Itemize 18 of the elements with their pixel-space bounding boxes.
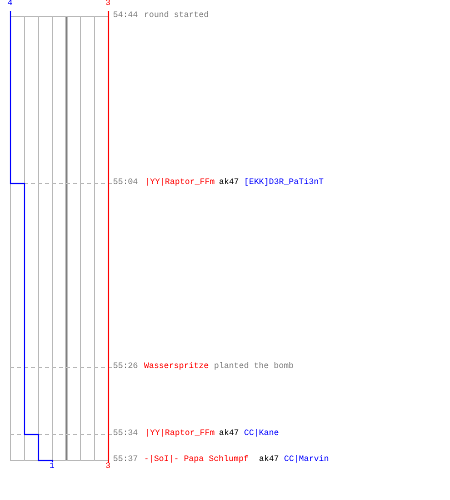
player-name: |YY|Raptor_FFm [145,429,215,439]
event-time: 54:44 [113,11,138,21]
event-text: round started [144,11,209,21]
player-name: Wasserspritze [144,362,209,372]
event-text: planted the bomb [214,362,294,372]
player-name: [EKK]D3R_PaTi3nT [244,178,324,188]
event-time: 55:37 [113,455,138,465]
player-name: CC|Marvin [284,455,329,465]
weapon-name: ak47 [219,178,239,188]
weapon-name: ak47 [219,429,239,439]
weapon-name: ak47 [259,455,279,465]
player-name: |YY|Raptor_FFm [145,178,215,188]
event-time: 55:04 [113,178,138,188]
event-time: 55:34 [113,429,138,439]
count-label: 1 [50,462,54,472]
player-name: -|SoI|- Papa Schlumpf [144,455,249,465]
player-name: CC|Kane [244,429,279,439]
event-time: 55:26 [113,362,138,372]
